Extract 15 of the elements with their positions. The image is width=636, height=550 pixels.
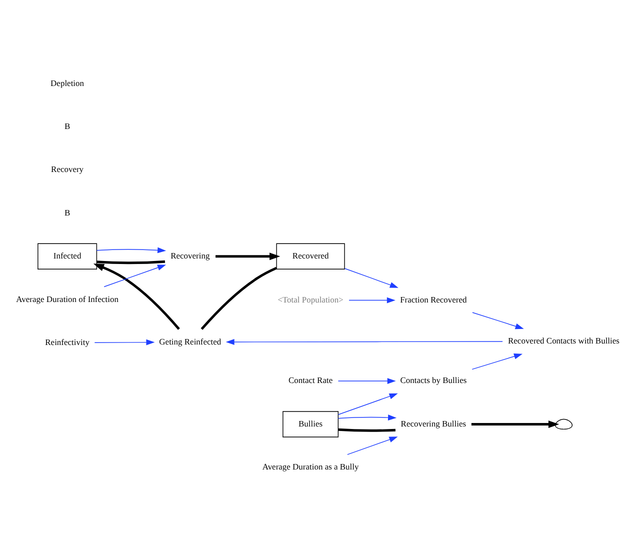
node-text: Average Duration as a Bully [262,461,359,472]
node-text: Geting Reinfected [159,336,222,346]
node-text: Recovering Bullies [400,418,466,428]
node-text: <Total Population> [278,294,344,304]
node-text: Average Duration of Infection [16,293,118,304]
node-text: Recovering [170,250,210,260]
label: Recovery [51,164,84,174]
label: B [64,120,70,130]
node-text: Recovered Contacts with Bullies [508,335,620,346]
node-text: Contact Rate [288,374,333,385]
label: Depletion [50,77,84,88]
label: B [64,206,70,217]
node-text: Reinfectivity [45,336,90,346]
node-text: Fraction Recovered [400,294,467,304]
node-text: Contacts by Bullies [400,374,467,385]
